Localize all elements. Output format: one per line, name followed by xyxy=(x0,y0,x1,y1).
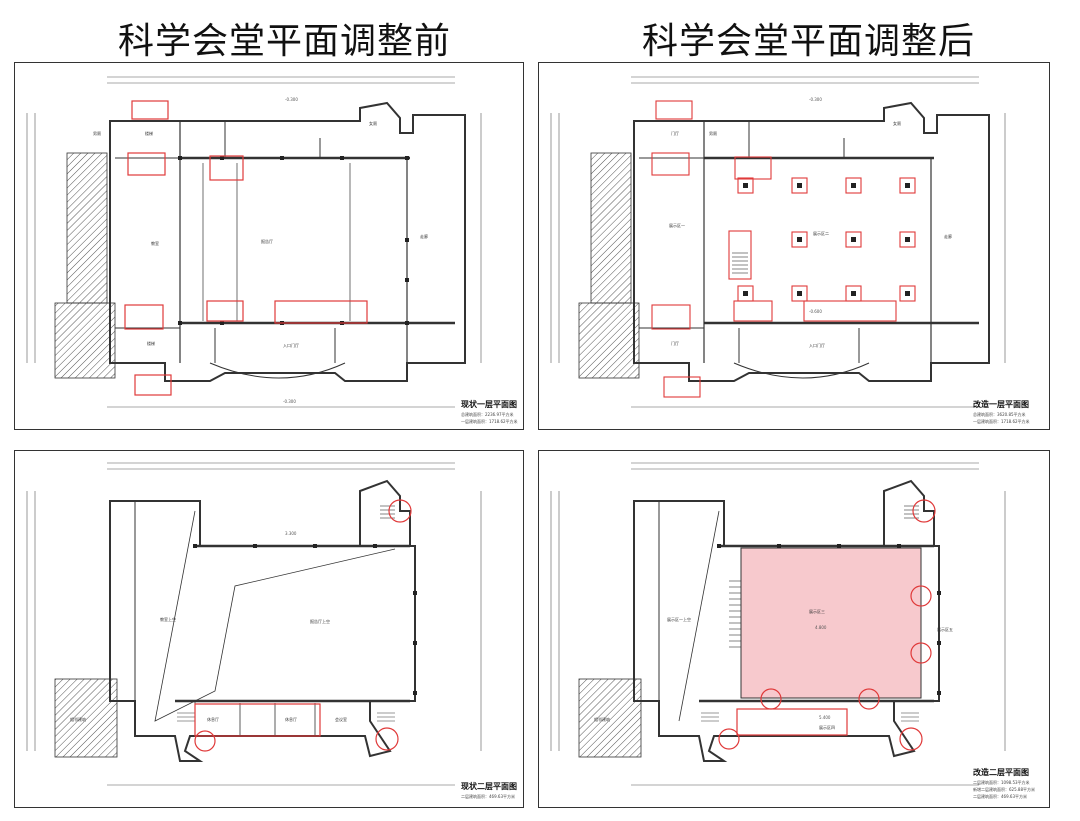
svg-text:教室: 教室 xyxy=(151,240,159,246)
svg-text:入口门厅: 入口门厅 xyxy=(809,342,825,348)
title-after: 科学会堂平面调整后 xyxy=(642,21,976,62)
plan-panel-current-floor2: 教室上空 报告厅上空 休息厅 休息厅 会议室 相邻建筑 3.300 现状二层平面… xyxy=(14,450,524,808)
svg-text:报告厅: 报告厅 xyxy=(261,238,273,244)
plan-area-note: 新增二层建筑面积：625.88平方米 xyxy=(973,787,1035,792)
plan-area-note: 二层建筑面积：1098.53平方米 xyxy=(973,780,1030,785)
plan-area-note: 总建筑面积：2236.97平方米 xyxy=(461,412,514,417)
floor-plan-drawing: 门厅 男厕 展示区一 展示区二 走廊 入口门厅 门厅 女厕 -0.300 -0.… xyxy=(550,76,1006,408)
plan-panel-renovated-floor1: 门厅 男厕 展示区一 展示区二 走廊 入口门厅 门厅 女厕 -0.300 -0.… xyxy=(538,62,1050,430)
svg-text:展示区四: 展示区四 xyxy=(819,724,835,730)
svg-text:5.400: 5.400 xyxy=(819,715,831,720)
svg-text:-0.300: -0.300 xyxy=(283,399,296,404)
title-before: 科学会堂平面调整前 xyxy=(118,21,452,62)
svg-text:展示区五: 展示区五 xyxy=(937,626,953,632)
plan-title: 现状二层平面图 xyxy=(461,782,517,791)
svg-text:-0.300: -0.300 xyxy=(285,97,298,102)
svg-text:4.800: 4.800 xyxy=(815,625,827,630)
svg-text:走廊: 走廊 xyxy=(420,233,428,239)
floor-plan-drawing: 楼梯 男厕 教室 报告厅 走廊 入口门厅 楼梯 女厕 -0.300 -0.300 xyxy=(26,76,482,408)
floor-plan-drawing: 展示区一上空 展示区三 展示区五 展示区四 相邻建筑 4.800 5.400 xyxy=(550,462,1006,786)
svg-text:-0.300: -0.300 xyxy=(809,97,822,102)
svg-text:女厕: 女厕 xyxy=(369,120,377,126)
plan-area-note: 一层建筑面积：1718.62平方米 xyxy=(461,419,518,424)
plan-title: 改造二层平面图 xyxy=(973,768,1029,777)
svg-text:相邻建筑: 相邻建筑 xyxy=(594,716,610,722)
svg-text:展示区一上空: 展示区一上空 xyxy=(667,616,691,622)
svg-text:会议室: 会议室 xyxy=(335,716,347,722)
svg-text:3.300: 3.300 xyxy=(285,531,297,536)
svg-text:-0.600: -0.600 xyxy=(809,309,822,314)
floor-plan-drawing: 教室上空 报告厅上空 休息厅 休息厅 会议室 相邻建筑 3.300 xyxy=(26,462,482,786)
svg-text:展示区二: 展示区二 xyxy=(813,230,829,236)
svg-text:入口门厅: 入口门厅 xyxy=(283,342,299,348)
svg-text:女厕: 女厕 xyxy=(893,120,901,126)
plan-title: 改造一层平面图 xyxy=(973,400,1029,409)
plan-title: 现状一层平面图 xyxy=(461,400,517,409)
plan-panel-renovated-floor2: 展示区一上空 展示区三 展示区五 展示区四 相邻建筑 4.800 5.400 改… xyxy=(538,450,1050,808)
svg-text:休息厅: 休息厅 xyxy=(285,716,297,722)
svg-text:门厅: 门厅 xyxy=(671,340,679,346)
plan-area-note: 二层建筑面积：469.63平方米 xyxy=(973,794,1027,799)
svg-text:休息厅: 休息厅 xyxy=(207,716,219,722)
svg-text:楼梯: 楼梯 xyxy=(145,130,153,136)
svg-text:相邻建筑: 相邻建筑 xyxy=(70,716,86,722)
svg-text:走廊: 走廊 xyxy=(944,233,952,239)
svg-text:教室上空: 教室上空 xyxy=(160,616,176,622)
svg-text:展示区一: 展示区一 xyxy=(669,222,685,228)
svg-text:展示区三: 展示区三 xyxy=(809,608,825,614)
plan-area-note: 二层建筑面积：469.63平方米 xyxy=(461,794,515,799)
plan-area-note: 一层建筑面积：1718.62平方米 xyxy=(973,419,1030,424)
svg-text:男厕: 男厕 xyxy=(93,130,101,136)
svg-text:男厕: 男厕 xyxy=(709,130,717,136)
plan-panel-current-floor1: 楼梯 男厕 教室 报告厅 走廊 入口门厅 楼梯 女厕 -0.300 -0.300… xyxy=(14,62,524,430)
plan-area-note: 总建筑面积：3620.85平方米 xyxy=(973,412,1026,417)
svg-text:报告厅上空: 报告厅上空 xyxy=(310,618,330,624)
svg-text:楼梯: 楼梯 xyxy=(147,340,155,346)
svg-text:门厅: 门厅 xyxy=(671,130,679,136)
